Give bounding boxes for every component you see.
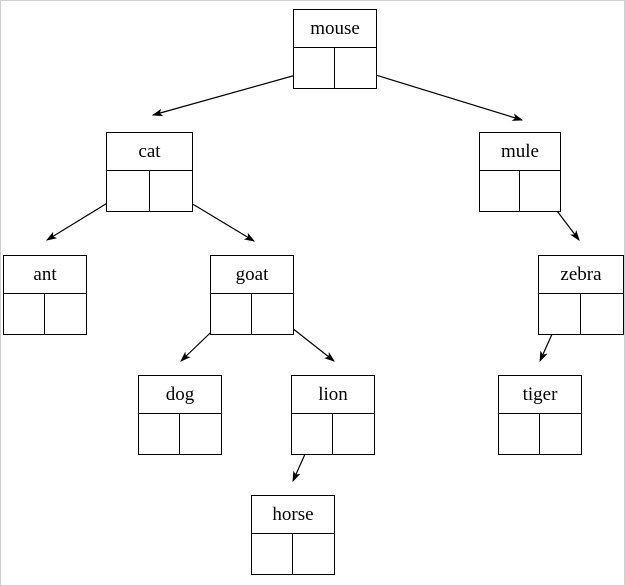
edge-mouse-right-mule [352, 67, 524, 121]
left-pointer-cell-mouse[interactable] [294, 48, 335, 88]
left-pointer-cell-dog[interactable] [139, 414, 180, 454]
node-label-tiger: tiger [499, 376, 581, 414]
left-pointer-cell-mule[interactable] [480, 171, 520, 211]
node-pointers-mouse [294, 48, 376, 88]
node-label-lion: lion [292, 376, 374, 414]
left-pointer-cell-horse[interactable] [252, 534, 293, 574]
right-pointer-cell-tiger[interactable] [540, 414, 581, 454]
tree-node-tiger[interactable]: tiger [498, 375, 582, 455]
node-pointers-lion [292, 414, 374, 454]
edge-mouse-left-cat [151, 69, 315, 117]
node-pointers-dog [139, 414, 221, 454]
node-pointers-horse [252, 534, 334, 574]
tree-node-mule[interactable]: mule [479, 132, 561, 212]
tree-node-horse[interactable]: horse [251, 495, 335, 575]
left-pointer-cell-goat[interactable] [211, 294, 252, 334]
tree-node-ant[interactable]: ant [3, 255, 87, 335]
right-pointer-cell-cat[interactable] [150, 171, 193, 211]
node-pointers-cat [107, 171, 192, 211]
node-label-mule: mule [480, 133, 560, 171]
right-pointer-cell-horse[interactable] [293, 534, 334, 574]
tree-node-lion[interactable]: lion [291, 375, 375, 455]
node-label-goat: goat [211, 256, 293, 294]
left-pointer-cell-tiger[interactable] [499, 414, 540, 454]
node-pointers-zebra [539, 294, 623, 334]
tree-node-mouse[interactable]: mouse [293, 9, 377, 89]
node-label-horse: horse [252, 496, 334, 534]
node-label-ant: ant [4, 256, 86, 294]
node-pointers-goat [211, 294, 293, 334]
tree-node-zebra[interactable]: zebra [538, 255, 624, 335]
left-pointer-cell-lion[interactable] [292, 414, 333, 454]
tree-node-goat[interactable]: goat [210, 255, 294, 335]
right-pointer-cell-ant[interactable] [45, 294, 86, 334]
node-label-dog: dog [139, 376, 221, 414]
node-label-cat: cat [107, 133, 192, 171]
node-pointers-ant [4, 294, 86, 334]
left-pointer-cell-cat[interactable] [107, 171, 150, 211]
tree-node-dog[interactable]: dog [138, 375, 222, 455]
right-pointer-cell-lion[interactable] [333, 414, 374, 454]
right-pointer-cell-goat[interactable] [252, 294, 293, 334]
node-label-mouse: mouse [294, 10, 376, 48]
node-label-zebra: zebra [539, 256, 623, 294]
right-pointer-cell-zebra[interactable] [581, 294, 623, 334]
right-pointer-cell-mule[interactable] [520, 171, 560, 211]
left-pointer-cell-zebra[interactable] [539, 294, 581, 334]
tree-node-cat[interactable]: cat [106, 132, 193, 212]
right-pointer-cell-dog[interactable] [180, 414, 221, 454]
node-pointers-mule [480, 171, 560, 211]
left-pointer-cell-ant[interactable] [4, 294, 45, 334]
right-pointer-cell-mouse[interactable] [335, 48, 376, 88]
node-pointers-tiger [499, 414, 581, 454]
